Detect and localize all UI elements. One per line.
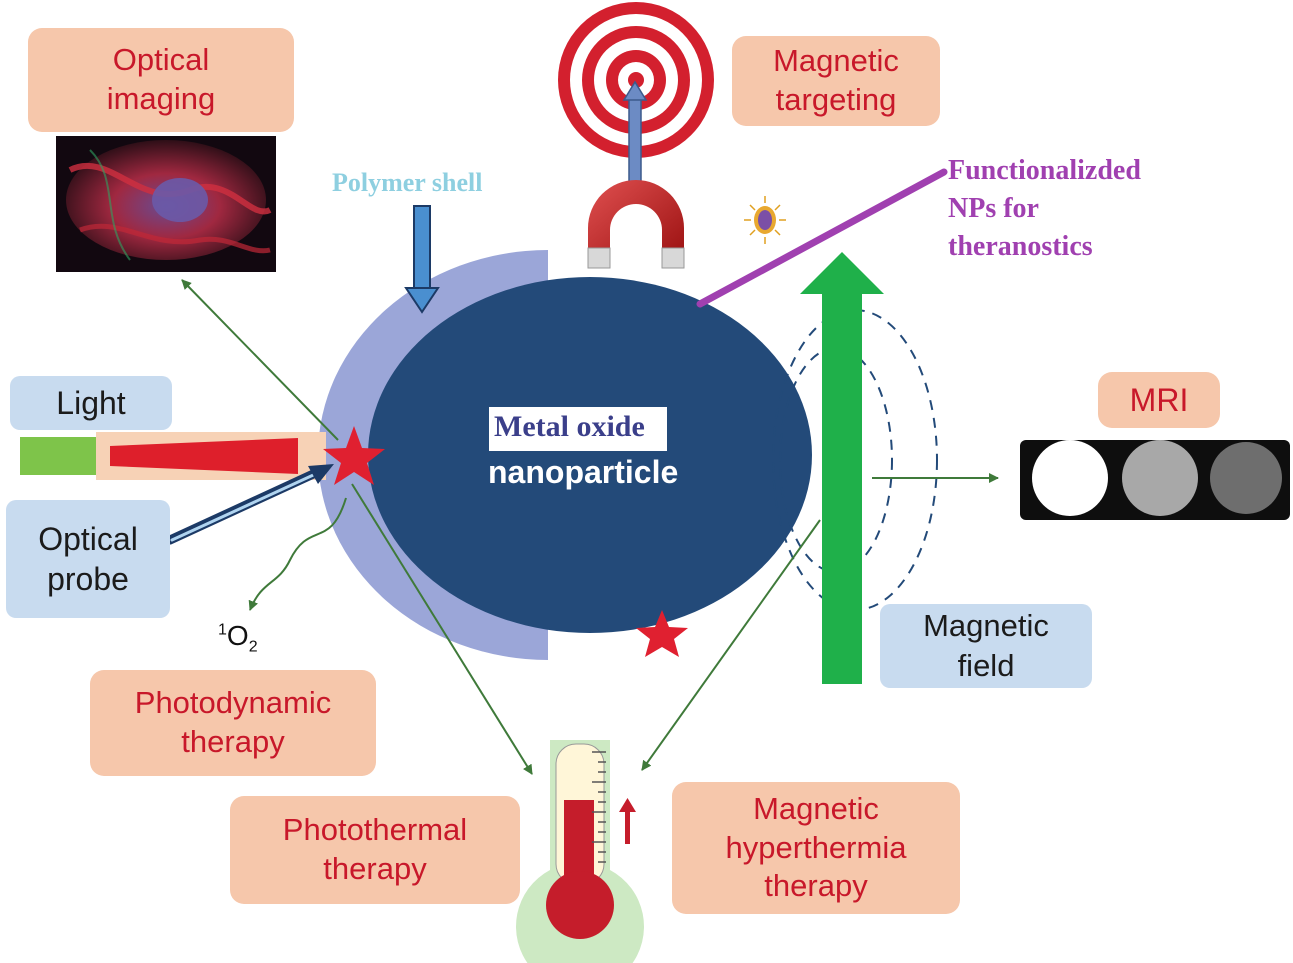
magnet-to-target-arrow bbox=[622, 80, 648, 185]
star-icon bbox=[636, 610, 688, 657]
optical-probe-label: Optical probe bbox=[6, 500, 170, 618]
metal-oxide-label: Metal oxide bbox=[494, 410, 645, 443]
optical-imaging-label: Optical imaging bbox=[28, 28, 294, 132]
light-source bbox=[20, 432, 326, 480]
nanoparticle-label: nanoparticle bbox=[488, 454, 679, 490]
metal-oxide-label-bg bbox=[489, 407, 667, 451]
cell-micrograph-image bbox=[56, 136, 276, 272]
target-icon bbox=[558, 2, 714, 158]
mri-label: MRI bbox=[1098, 372, 1220, 428]
polymer-shell-arrow bbox=[404, 205, 440, 314]
singlet-oxygen-label: 1O2 bbox=[218, 620, 258, 656]
optical-probe-arrow bbox=[165, 464, 334, 545]
magnetic-targeting-label: Magnetic targeting bbox=[732, 36, 940, 126]
magnetic-field-arrow bbox=[800, 252, 884, 684]
functionalized-np-label: Functionalizded NPs for theranostics bbox=[948, 155, 1141, 262]
photodynamic-therapy-label: Photodynamic therapy bbox=[90, 670, 376, 776]
functionalized-pointer bbox=[696, 168, 948, 308]
horseshoe-magnet-icon bbox=[587, 180, 685, 269]
polymer-shell-label: Polymer shell bbox=[332, 168, 483, 197]
connector-arrows bbox=[181, 279, 999, 775]
magnetic-hyperthermia-label: Magnetic hyperthermia therapy bbox=[672, 782, 960, 914]
magnetic-field-label: Magnetic field bbox=[880, 604, 1092, 688]
thermometer-icon bbox=[516, 740, 644, 963]
nanoparticle-small-icon bbox=[744, 196, 786, 244]
star-icon bbox=[323, 426, 385, 485]
mri-panel bbox=[1020, 440, 1290, 520]
light-label: Light bbox=[10, 376, 172, 430]
photothermal-therapy-label: Photothermal therapy bbox=[230, 796, 520, 904]
metal-oxide-core bbox=[368, 277, 812, 633]
